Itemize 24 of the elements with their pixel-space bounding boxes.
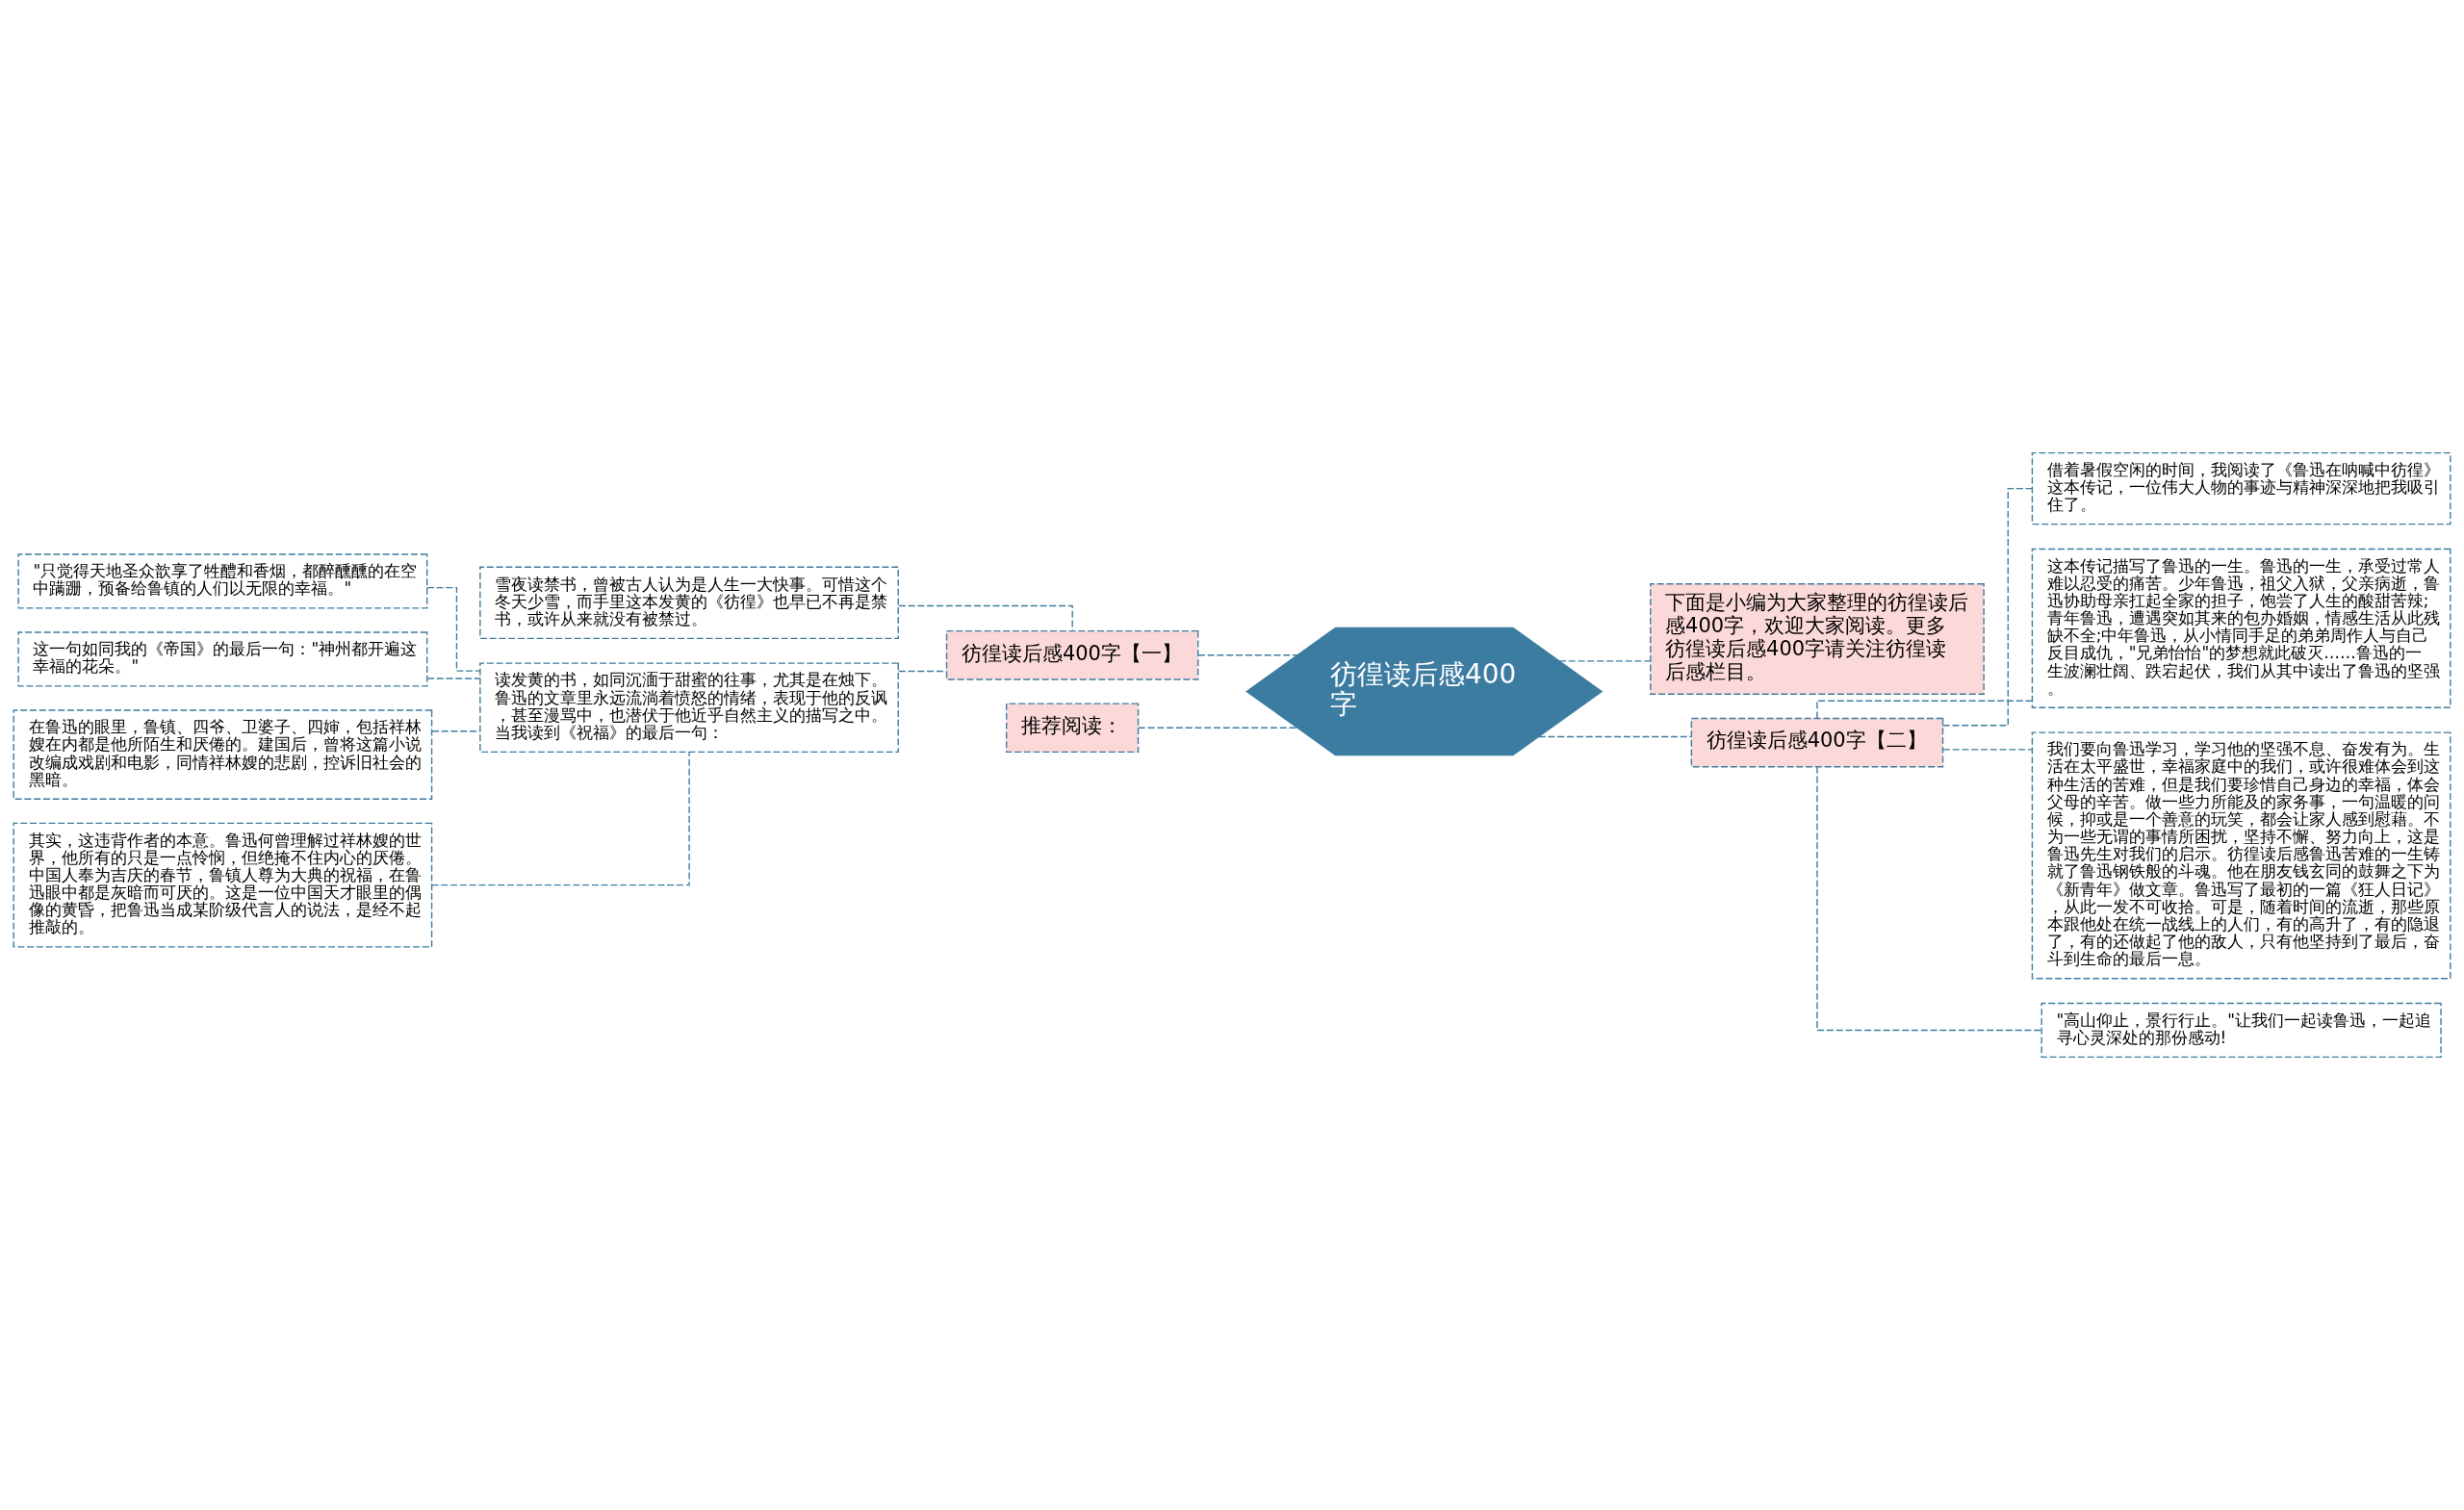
node-box: 借着暑假空闲的时间，我阅读了《鲁迅在呐喊中彷徨》这本传记，一位伟大人物的事迹与精神深深地把我吸引住了。 xyxy=(2031,451,2451,525)
node-box: 其实，这违背作者的本意。鲁迅何曾理解过祥林嫂的世界，他所有的只是一点怜悯，但绝掩不住内心的厌倦。中国人奉为吉庆的春节，鲁镇人尊为大典的祝福，在鲁迅眼中都是灰暗而可厌的。这是一位中国天才眼里的偶像的黄昏，把鲁迅当成某阶级代言人的说法，是经不起推敲的。 xyxy=(13,822,433,948)
node-box: 这本传记描写了鲁迅的一生。鲁迅的一生，承受过常人难以忍受的痛苦。少年鲁迅，祖父入狱，父亲病逝，鲁迅协助母亲扛起全家的担子，饱尝了人生的酸甜苦辣;青年鲁迅，遭遇突如其来的包办婚姻，情感生活从此残缺不全;中年鲁迅，从小情同手足的弟弟周作人与自己反目成仇，"兄弟怡怡"的梦想就此破灭……鲁迅的一生波澜壮阔、跌宕起伏，我们从其中读出了鲁迅的坚强。 xyxy=(2031,548,2451,708)
connector xyxy=(1197,654,1298,656)
node-box: 读发黄的书，如同沉湎于甜蜜的往事，尤其是在烛下。鲁迅的文章里永远流淌着愤怒的情绪，表现于他的反讽，甚至漫骂中，也潜伏于他近乎自然主义的描写之中。当我读到《祝福》的最后一句： xyxy=(479,662,899,754)
connector xyxy=(1942,749,2033,751)
node-box: "高山仰止，景行行止。"让我们一起读鲁迅，一起追寻心灵深处的那份感动! xyxy=(2040,1002,2442,1059)
node-box: 彷徨读后感400字【一】 xyxy=(945,629,1199,680)
connector xyxy=(1816,766,2042,1032)
node-box: 彷徨读后感400字【二】 xyxy=(1690,717,1944,768)
connector xyxy=(426,678,481,679)
node-box: 推荐阅读： xyxy=(1005,703,1140,754)
node-box: 下面是小编为大家整理的彷徨读后感400字，欢迎大家阅读。更多彷徨读后感400字请关注彷徨读后感栏目。 xyxy=(1650,583,1985,695)
connector xyxy=(1138,727,1298,729)
node-box: 在鲁迅的眼里，鲁镇、四爷、卫婆子、四婶，包括祥林嫂在内都是他所陌生和厌倦的。建国后，曾将这篇小说改编成戏剧和电影，同情祥林嫂的悲剧，控诉旧社会的黑暗。 xyxy=(13,709,433,800)
connector xyxy=(1538,735,1692,738)
connector xyxy=(1816,700,2033,720)
node-box: "只觉得天地圣众歆享了牲醴和香烟，都醉醺醺的在空中蹒跚，预备给鲁镇的人们以无限的幸福。" xyxy=(17,553,428,609)
node-box: 雪夜读禁书，曾被古人认为是人生一大快事。可惜这个冬天少雪，而手里这本发黄的《彷徨》也早已不再是禁书，或许从来就没有被禁过。 xyxy=(479,566,899,640)
connector xyxy=(431,730,481,732)
connector xyxy=(1558,660,1652,662)
node-box: 这一句如同我的《帝国》的最后一句："神州都开遍这幸福的花朵。" xyxy=(17,631,428,687)
node-box: 我们要向鲁迅学习，学习他的坚强不息、奋发有为。生活在太平盛世，幸福家庭中的我们，或许很难体会到这种生活的苦难，但是我们要珍惜自己身边的幸福，体会父母的辛苦。做一些力所能及的家务事，一句温暖的问候，抑或是一个善意的玩笑，都会让家人感到慰藉。不为一些无谓的事情所困扰，坚持不懈、努力向上，这是鲁迅先生对我们的启示。彷徨读后感鲁迅苦难的一生铸就了鲁迅钢铁般的斗魂。他在朋友钱玄同的鼓舞之下为《新青年》做文章。鲁迅写了最初的一篇《狂人日记》，从此一发不可收拾。可是，随着时间的流逝，那些原本跟他处在统一战线上的人们，有的高升了，有的隐退了，有的还做起了他的敌人，只有他坚持到了最后，奋斗到生命的最后一息。 xyxy=(2031,731,2451,980)
connector xyxy=(430,752,690,886)
